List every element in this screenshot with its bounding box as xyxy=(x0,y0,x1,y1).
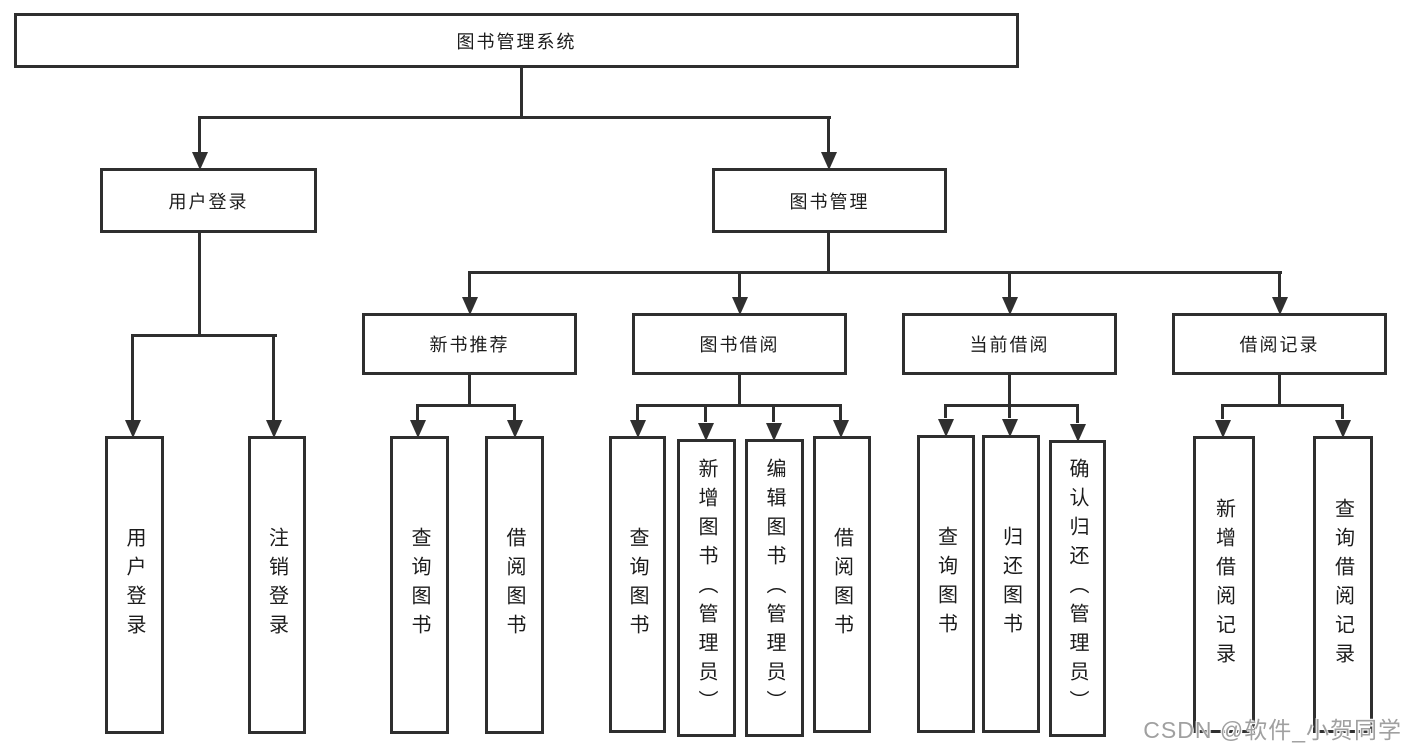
connector-line xyxy=(131,334,134,420)
connector-line xyxy=(704,404,707,422)
connector-line xyxy=(520,68,523,118)
node-label: 归还图书 xyxy=(999,526,1022,642)
connector-line xyxy=(839,404,842,420)
connector-line xyxy=(468,271,471,297)
node-label: 新书推荐 xyxy=(429,335,510,355)
connector-line xyxy=(636,404,842,407)
node-add-borrowing-record: 新增借阅记录 xyxy=(1193,436,1255,733)
arrowhead-down-icon xyxy=(1215,420,1231,438)
node-label: 查询图书 xyxy=(934,526,957,642)
node-label: 借阅图书 xyxy=(503,527,525,643)
node-label: 查询图书 xyxy=(408,527,430,643)
connector-line xyxy=(944,404,1079,407)
node-label: 用户登录 xyxy=(123,527,145,643)
arrowhead-down-icon xyxy=(266,420,282,438)
arrowhead-down-icon xyxy=(1335,420,1351,438)
node-query-books-current: 查询图书 xyxy=(917,435,975,733)
node-label: 新增借阅记录 xyxy=(1212,497,1235,672)
node-user-login-action: 用户登录 xyxy=(105,436,164,734)
connector-line xyxy=(1008,404,1011,418)
arrowhead-down-icon xyxy=(125,420,141,438)
node-label: 借阅记录 xyxy=(1239,335,1320,355)
node-label: 确认归还（管理员） xyxy=(1066,458,1088,719)
connector-line xyxy=(1278,375,1281,407)
connector-line xyxy=(772,404,775,422)
node-query-books-borrowing: 查询图书 xyxy=(609,436,666,733)
node-book-borrowing: 图书借阅 xyxy=(632,313,847,375)
node-add-books-admin: 新增图书（管理员） xyxy=(677,439,736,737)
connector-line xyxy=(827,233,830,274)
node-logout-action: 注销登录 xyxy=(248,436,306,734)
connector-line xyxy=(468,375,471,407)
node-current-borrowing: 当前借阅 xyxy=(902,313,1117,375)
connector-line xyxy=(1076,404,1079,423)
node-query-books-recommend: 查询图书 xyxy=(390,436,449,734)
connector-line xyxy=(1278,271,1281,297)
node-return-books: 归还图书 xyxy=(982,435,1040,733)
csdn-watermark: CSDN @软件_小贺同学 xyxy=(1143,717,1402,743)
arrowhead-down-icon xyxy=(507,420,523,438)
arrowhead-down-icon xyxy=(1002,297,1018,315)
arrowhead-down-icon xyxy=(1070,424,1086,442)
node-label: 当前借阅 xyxy=(969,335,1050,355)
connector-line xyxy=(738,375,741,407)
connector-line xyxy=(272,334,275,420)
node-edit-books-admin: 编辑图书（管理员） xyxy=(745,439,804,737)
node-label: 图书管理 xyxy=(789,191,870,212)
connector-line xyxy=(198,116,201,152)
arrowhead-down-icon xyxy=(192,152,208,170)
connector-line xyxy=(198,233,201,337)
connector-line xyxy=(1008,375,1011,407)
connector-line xyxy=(1221,404,1224,419)
node-borrow-books-recommend: 借阅图书 xyxy=(485,436,544,734)
connector-line xyxy=(416,404,419,420)
node-root: 图书管理系统 xyxy=(14,13,1019,68)
node-borrowing-records: 借阅记录 xyxy=(1172,313,1387,375)
node-label: 借阅图书 xyxy=(830,526,853,643)
node-label: 新增图书（管理员） xyxy=(695,457,717,719)
connector-line xyxy=(1008,271,1011,297)
node-label: 查询借阅记录 xyxy=(1331,497,1354,672)
arrowhead-down-icon xyxy=(766,423,782,441)
connector-line xyxy=(131,334,277,337)
node-label: 编辑图书（管理员） xyxy=(763,457,785,719)
connector-line xyxy=(1341,404,1344,419)
connector-line xyxy=(198,116,831,119)
arrowhead-down-icon xyxy=(1002,419,1018,437)
node-confirm-return-admin: 确认归还（管理员） xyxy=(1049,440,1106,737)
node-user-login: 用户登录 xyxy=(100,168,317,233)
connector-line xyxy=(827,116,830,152)
node-label: 图书借阅 xyxy=(699,335,780,355)
arrowhead-down-icon xyxy=(821,152,837,170)
node-new-book-recommend: 新书推荐 xyxy=(362,313,577,375)
node-label: 用户登录 xyxy=(168,191,249,212)
arrowhead-down-icon xyxy=(833,420,849,438)
arrowhead-down-icon xyxy=(410,420,426,438)
node-book-management: 图书管理 xyxy=(712,168,947,233)
connector-line xyxy=(738,271,741,297)
node-query-borrowing-record: 查询借阅记录 xyxy=(1313,436,1373,733)
connector-line xyxy=(416,404,516,407)
connector-line xyxy=(1221,404,1344,407)
arrowhead-down-icon xyxy=(698,423,714,441)
node-label: 图书管理系统 xyxy=(456,31,577,52)
node-label: 查询图书 xyxy=(626,526,648,643)
connector-line xyxy=(513,404,516,420)
arrowhead-down-icon xyxy=(732,297,748,315)
connector-line xyxy=(636,404,639,420)
node-borrow-books-borrowing: 借阅图书 xyxy=(813,436,871,733)
node-label: 注销登录 xyxy=(265,527,288,643)
connector-line xyxy=(468,271,1282,274)
arrowhead-down-icon xyxy=(938,419,954,437)
arrowhead-down-icon xyxy=(462,297,478,315)
arrowhead-down-icon xyxy=(630,420,646,438)
arrowhead-down-icon xyxy=(1272,297,1288,315)
connector-line xyxy=(944,404,947,418)
